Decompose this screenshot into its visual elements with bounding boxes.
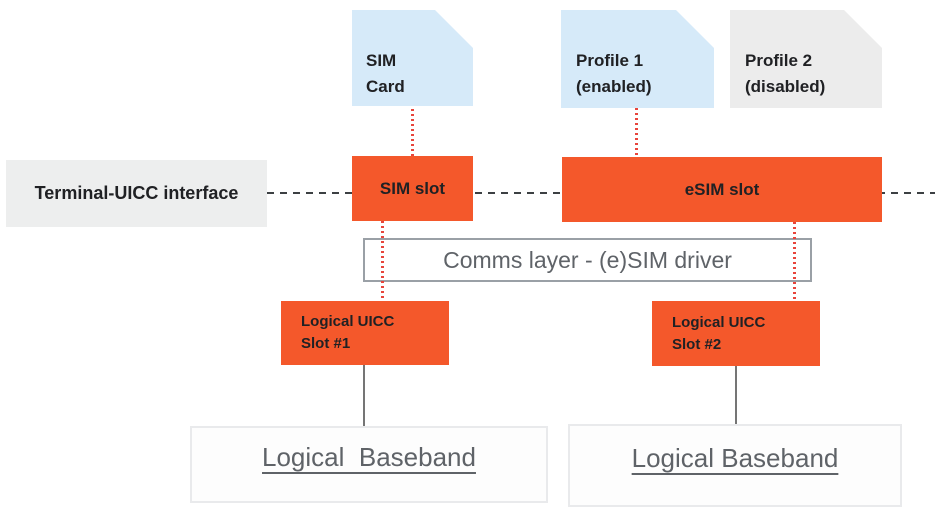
- connector-esim-slot-to-uicc-slot2: [793, 222, 796, 301]
- terminal-uicc-interface-text: Terminal-UICC interface: [34, 183, 239, 203]
- profile-1-card: Profile 1 (enabled): [561, 10, 714, 108]
- logical-uicc-slot-1: Logical UICC Slot #1: [281, 301, 449, 365]
- logical-baseband-left-label: Logical Baseband: [262, 442, 476, 472]
- logical-baseband-left: Logical Baseband: [190, 426, 548, 503]
- esim-slot: eSIM slot: [562, 157, 882, 222]
- profile-2-label-line2: (disabled): [745, 77, 826, 96]
- connector-profile1-to-esim-slot: [635, 108, 638, 158]
- profile-2-card: Profile 2 (disabled): [730, 10, 882, 108]
- logical-baseband-right-label: Logical Baseband: [631, 443, 839, 473]
- connector-uicc-slot2-to-baseband: [735, 366, 737, 424]
- comms-layer-label: Comms layer - (e)SIM driver: [443, 246, 732, 273]
- sim-slot-label: SIM slot: [379, 178, 446, 198]
- comms-layer-box: Comms layer - (e)SIM driver: [363, 238, 812, 282]
- connector-sim-card-to-sim-slot: [411, 109, 414, 156]
- sim-slot: SIM slot: [352, 156, 473, 221]
- profile-1-label-line1: Profile 1: [576, 51, 644, 70]
- esim-slot-label: eSIM slot: [684, 179, 760, 199]
- profile-2-label-line1: Profile 2: [745, 51, 813, 70]
- sim-card: SIM Card: [352, 10, 473, 106]
- uicc-slot-1-label-line2: Slot #1: [301, 335, 351, 352]
- sim-card-label-line2: Card: [366, 77, 405, 96]
- sim-card-label-line1: SIM: [366, 51, 397, 70]
- uicc-slot-2-label-line2: Slot #2: [672, 335, 722, 353]
- profile-1-label-line2: (enabled): [576, 77, 652, 96]
- terminal-uicc-interface-label: Terminal-UICC interface: [6, 160, 267, 227]
- connector-uicc-slot1-to-baseband: [363, 365, 365, 426]
- connector-sim-slot-to-uicc-slot1: [381, 221, 384, 301]
- uicc-slot-2-label-line1: Logical UICC: [672, 313, 766, 331]
- uicc-slot-1-label-line1: Logical UICC: [301, 313, 395, 330]
- logical-baseband-right: Logical Baseband: [568, 424, 902, 507]
- logical-uicc-slot-2: Logical UICC Slot #2: [652, 301, 820, 366]
